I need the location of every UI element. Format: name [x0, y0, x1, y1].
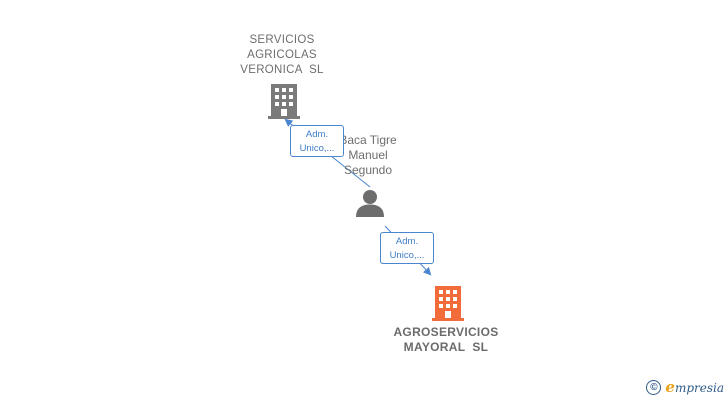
relation-1-line-1: Adm. — [305, 129, 329, 140]
company-1-name[interactable]: SERVICIOS AGRICOLAS VERONICA SL — [222, 33, 342, 78]
relation-2-line-2: Unico,... — [389, 250, 425, 261]
company-1-name-line-1: SERVICIOS — [249, 34, 315, 46]
building-icon[interactable] — [432, 285, 464, 321]
person-name[interactable]: Baca Tigre Manuel Segundo — [318, 133, 418, 178]
copyright-icon: © — [646, 379, 662, 395]
relation-1-line-2: Unico,... — [299, 143, 335, 154]
brand-name: empresia — [665, 378, 724, 396]
person-name-line-3: Segundo — [343, 163, 393, 177]
target-company-name[interactable]: AGROSERVICIOS MAYORAL SL — [376, 325, 516, 355]
relation-2-line-1: Adm. — [395, 236, 419, 247]
company-1-name-line-3: VERONICA SL — [240, 64, 324, 76]
person-name-line-1: Baca Tigre — [339, 133, 397, 147]
relation-label-2[interactable]: Adm. Unico,... — [380, 232, 434, 264]
target-name-line-1: AGROSERVICIOS — [393, 325, 499, 339]
brand-rest: mpresia — [674, 381, 724, 395]
brand-watermark: © empresia — [646, 378, 724, 396]
person-icon[interactable] — [355, 189, 385, 217]
person-name-line-2: Manuel — [348, 148, 388, 162]
target-name-line-2: MAYORAL SL — [403, 340, 489, 354]
company-1-name-line-2: AGRICOLAS — [247, 49, 317, 61]
building-icon[interactable] — [268, 83, 300, 119]
relation-label-1[interactable]: Adm. Unico,... — [290, 125, 344, 157]
brand-initial: e — [665, 378, 675, 396]
